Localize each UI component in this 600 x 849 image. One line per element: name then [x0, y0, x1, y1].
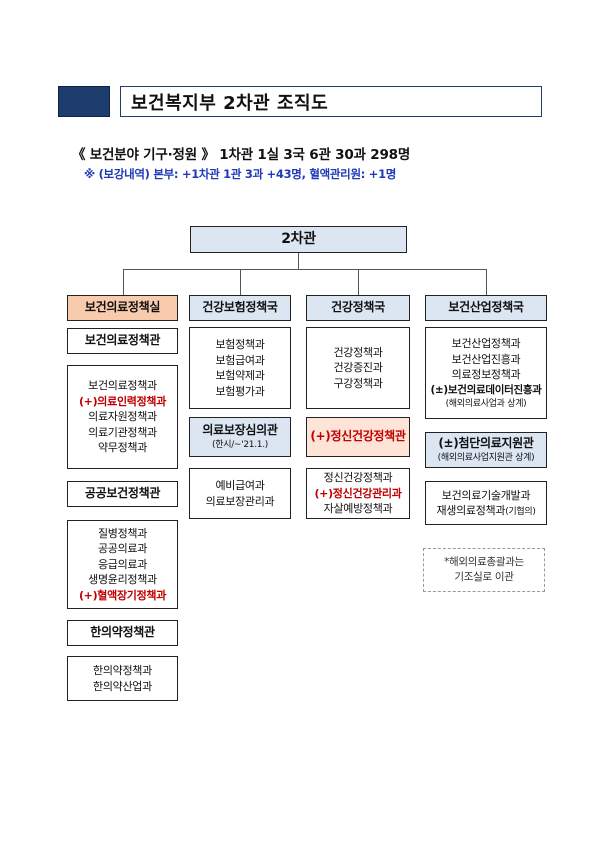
list-item: 의료기관정책과: [88, 425, 157, 439]
footnote-line: 기조실로 이관: [454, 571, 514, 583]
col2-header: 건강보험정책국: [189, 295, 291, 321]
col3-sub-title: (+)정신건강정책관: [306, 417, 410, 457]
col4-header-label: 보건산업정책국: [448, 300, 524, 315]
list-item: 재생의료정책과(기협의): [436, 504, 536, 517]
connector-col3: [358, 269, 359, 295]
list-item: 보건산업진흥과: [451, 352, 521, 366]
connector-top-vertical: [298, 253, 299, 269]
col1-sub1-list: 보건의료정책과 (+)의료인력정책과 의료자원정책과 의료기관정책과 약무정책과: [67, 365, 178, 469]
connector-col4: [486, 269, 487, 295]
list-item: 구강정책과: [333, 376, 383, 390]
col1-sub2-title-label: 공공보건정책관: [84, 486, 161, 501]
list-item: 생명윤리정책과: [88, 573, 157, 587]
col2-sub-title-label: 의료보장심의관: [202, 423, 278, 438]
col3-header: 건강정책국: [306, 295, 410, 321]
col4-items-note: (해외의료사업과 상계): [445, 399, 527, 409]
col2-header-label: 건강보험정책국: [202, 300, 278, 315]
col3-header-label: 건강정책국: [331, 300, 385, 315]
connector-col1: [123, 269, 124, 295]
list-item: 질병정책과: [97, 526, 148, 540]
list-item: 한의약정책과: [93, 664, 152, 677]
col1-header-label: 보건의료정책실: [84, 300, 161, 315]
list-item: 의료정보정책과: [451, 368, 521, 381]
footnote-box: *해외의료총괄과는 기조실로 이관: [423, 548, 545, 592]
list-item: (+)정신건강관리과: [314, 486, 402, 500]
list-item: 건강정책과: [333, 345, 383, 359]
list-item: (±)보건의료데이터진흥과: [430, 383, 542, 396]
col4-sub-title: (±)첨단의료지원관 (해외의료사업지원관 상계): [425, 432, 547, 468]
col1-sub3-title-label: 한의약정책관: [90, 625, 155, 640]
list-item: 의료자원정책과: [88, 410, 157, 424]
page-title: 보건복지부 2차관 조직도: [120, 86, 542, 117]
list-item: 의료보장관리과: [205, 494, 275, 508]
col2-sub-note: (한시/~'21.1.): [212, 439, 268, 450]
vice-minister-box: 2차관: [190, 226, 407, 253]
col1-sub3-title: 한의약정책관: [67, 620, 178, 646]
vice-minister-label: 2차관: [281, 230, 316, 247]
col1-sub2-title: 공공보건정책관: [67, 481, 178, 507]
col4-sub-note: (해외의료사업지원관 상계): [437, 452, 535, 463]
list-item: 공공의료과: [97, 542, 148, 556]
title-accent-block: [58, 86, 110, 117]
col1-header: 보건의료정책실: [67, 295, 178, 321]
col2-sub-list: 예비급여과 의료보장관리과: [189, 468, 291, 519]
col1-sub1-title: 보건의료정책관: [67, 328, 178, 354]
col1-sub1-title-label: 보건의료정책관: [84, 333, 161, 348]
list-item: 약무정책과: [97, 441, 148, 455]
list-item: 보험약제과: [215, 369, 265, 382]
col4-sub-title-label: (±)첨단의료지원관: [438, 436, 534, 451]
list-item: 응급의료과: [97, 557, 148, 571]
col4-sub-list: 보건의료기술개발과 재생의료정책과(기협의): [425, 481, 547, 525]
col3-sub-list: 정신건강정책과 (+)정신건강관리과 자살예방정책과: [306, 468, 410, 519]
col2-list: 보험정책과 보험급여과 보험약제과 보험평가과: [189, 327, 291, 409]
list-item: 보건의료기술개발과: [441, 488, 531, 502]
reinforcement-note: ※ (보강내역) 본부: +1차관 1관 3과 +43명, 혈액관리원: +1명: [84, 167, 397, 181]
list-item: 보건산업정책과: [451, 337, 521, 350]
list-item: 건강증진과: [333, 361, 383, 375]
list-item: 정신건강정책과: [323, 471, 393, 485]
col3-sub-title-label: (+)정신건강정책관: [310, 429, 406, 444]
col1-sub3-list: 한의약정책과 한의약산업과: [67, 656, 178, 701]
list-item: 보험급여과: [215, 353, 265, 367]
list-item: 보건의료정책과: [88, 379, 157, 393]
subtitle: 《 보건분야 기구·정원 》 1차관 1실 3국 6관 30과 298명: [72, 147, 411, 163]
page-title-bar: 보건복지부 2차관 조직도: [58, 86, 542, 117]
list-item: (+)의료인력정책과: [78, 394, 167, 408]
col3-list: 건강정책과 건강증진과 구강정책과: [306, 327, 410, 409]
list-item: 보험정책과: [215, 338, 265, 351]
col4-header: 보건산업정책국: [425, 295, 547, 321]
col1-sub2-list: 질병정책과 공공의료과 응급의료과 생명윤리정책과 (+)혈액장기정책과: [67, 520, 178, 609]
list-item: 자살예방정책과: [323, 502, 393, 516]
list-item: 한의약산업과: [93, 679, 152, 693]
connector-col2: [240, 269, 241, 295]
col2-sub-title: 의료보장심의관 (한시/~'21.1.): [189, 417, 291, 457]
list-item: 보험평가과: [215, 384, 265, 398]
footnote-line: *해외의료총괄과는: [444, 556, 524, 568]
col4-list: 보건산업정책과 보건산업진흥과 의료정보정책과 (±)보건의료데이터진흥과 (해…: [425, 327, 547, 419]
connector-horizontal: [123, 269, 486, 270]
list-item: 예비급여과: [215, 479, 265, 492]
list-item: (+)혈액장기정책과: [78, 588, 167, 602]
